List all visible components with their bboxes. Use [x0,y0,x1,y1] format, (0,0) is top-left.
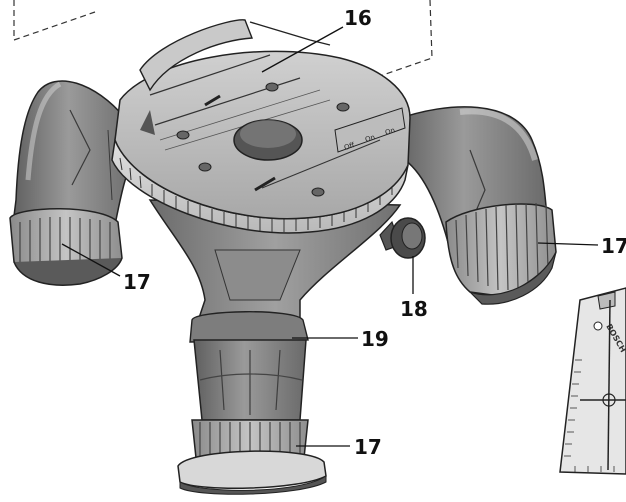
center-column [148,199,402,421]
front-foot [177,419,327,495]
callout-17-right: 17 [601,234,626,258]
dashed-outline [13,0,433,77]
laser-target-plate: BOSCH [559,287,626,475]
leader-lines [61,26,599,447]
callout-17-front: 17 [354,435,382,459]
right-leg [394,106,557,305]
leader-16 [261,26,344,73]
callout-18: 18 [400,297,428,321]
callout-19: 19 [361,327,389,351]
leader-17-right [537,242,599,246]
leader-17-left [61,243,121,277]
switch-off-label: Off [343,141,355,152]
left-foot [9,208,123,286]
mode-switch: Off On On [334,107,406,153]
right-foot [445,202,557,305]
left-leg [9,80,139,286]
callout-16: 16 [344,6,372,30]
lock-knob [379,217,426,259]
callout-17-left: 17 [123,270,151,294]
mounting-plate: Off On On [114,19,411,220]
switch-on2-label: On [384,126,396,137]
switch-on1-label: On [364,133,376,144]
